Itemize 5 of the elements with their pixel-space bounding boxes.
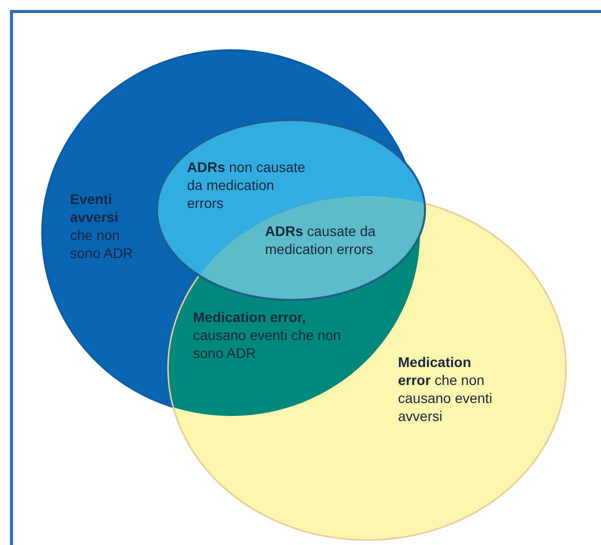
- region-label: ADRs non causate da medication errors: [187, 158, 306, 212]
- region-label: Medication error che non causano eventi avversi: [398, 353, 494, 425]
- region-label: Eventi avversi che non sono ADR: [70, 190, 134, 262]
- region-label: Medication error, causano eventi che non sono ADR: [193, 308, 342, 362]
- region-label: ADRs causate da medication errors: [265, 222, 377, 258]
